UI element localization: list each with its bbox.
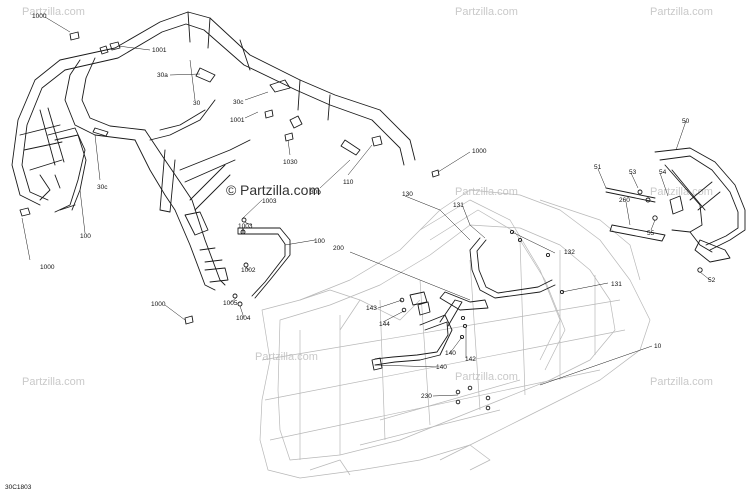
callout-53: 53 [629,169,637,176]
watermark-repeat: Partzilla.com [22,376,85,388]
callout-1002: 1002 [241,267,256,274]
callout-131: 131 [453,202,464,209]
center-parts-drawing [371,229,565,411]
callout-30b: 30b [310,189,321,196]
watermark-repeat: Partzilla.com [455,371,518,383]
roll-cage-drawing [11,11,440,325]
watermark-main: Partzilla.com [240,182,320,198]
callout-1000: 1000 [40,264,55,271]
watermark-repeat: Partzilla.com [650,376,713,388]
callout-132: 132 [564,249,575,256]
callout-10: 10 [654,343,662,350]
callout-100: 100 [314,238,325,245]
callout-1001: 1001 [230,117,245,124]
callout-55: 55 [647,230,655,237]
callout-1003: 1003 [238,223,253,230]
callout-200: 200 [333,245,344,252]
callout-140: 140 [436,364,447,371]
callout-labels: 1000 1001 30a 30 30c 1001 30c 100 1000 1… [32,13,716,400]
callout-1003: 1003 [262,198,277,205]
diagram-code: 30C1803 [5,484,32,491]
watermark-repeat: Partzilla.com [255,351,318,363]
callout-140: 140 [445,350,456,357]
callout-1001: 1001 [152,47,167,54]
callout-1004: 1004 [236,315,251,322]
callout-144: 144 [379,321,390,328]
callout-30c: 30c [233,99,244,106]
callout-130: 130 [402,191,413,198]
callout-30c: 30c [97,184,108,191]
callout-52: 52 [708,277,716,284]
callout-1000: 1000 [472,148,487,155]
watermark-repeat-group: Partzilla.com Partzilla.com Partzilla.co… [22,6,713,388]
callout-50: 50 [682,118,690,125]
watermark-repeat: Partzilla.com [650,6,713,18]
callout-1000: 1000 [32,13,47,20]
callout-131: 131 [611,281,622,288]
watermark-repeat: Partzilla.com [455,6,518,18]
leader-lines [21,16,711,397]
callout-142: 142 [465,356,476,363]
watermark-repeat: Partzilla.com [22,6,85,18]
callout-1005: 1005 [223,300,238,307]
callout-110: 110 [343,179,354,186]
watermark-repeat: Partzilla.com [650,186,713,198]
callout-54: 54 [659,169,667,176]
watermark-copyright: © [226,182,237,198]
callout-1030: 1030 [283,159,298,166]
callout-230: 230 [421,393,432,400]
right-parts-drawing [605,147,746,273]
callout-30: 30 [193,100,201,107]
callout-51: 51 [594,164,602,171]
callout-1000: 1000 [151,301,166,308]
main-watermark: © Partzilla.com [226,182,320,198]
callout-143: 143 [366,305,377,312]
callout-100: 100 [80,233,91,240]
chassis-frame-drawing [259,189,651,479]
callout-30a: 30a [157,72,168,79]
callout-260: 260 [619,197,630,204]
